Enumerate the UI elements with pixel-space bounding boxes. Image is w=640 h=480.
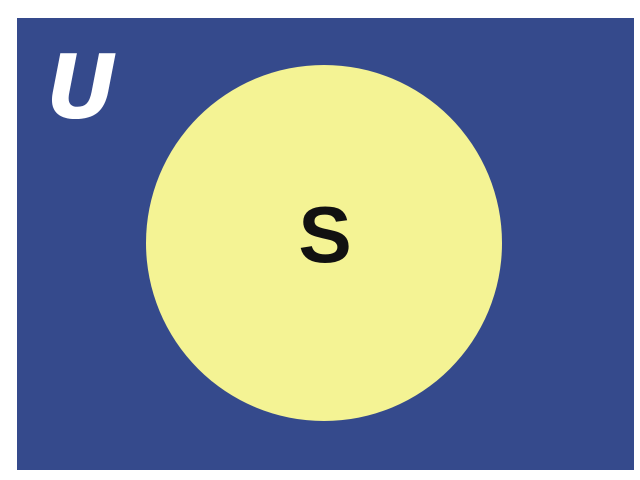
universe-label: U <box>46 36 118 139</box>
set-s-circle <box>146 65 502 421</box>
set-s-label: S <box>298 190 352 279</box>
